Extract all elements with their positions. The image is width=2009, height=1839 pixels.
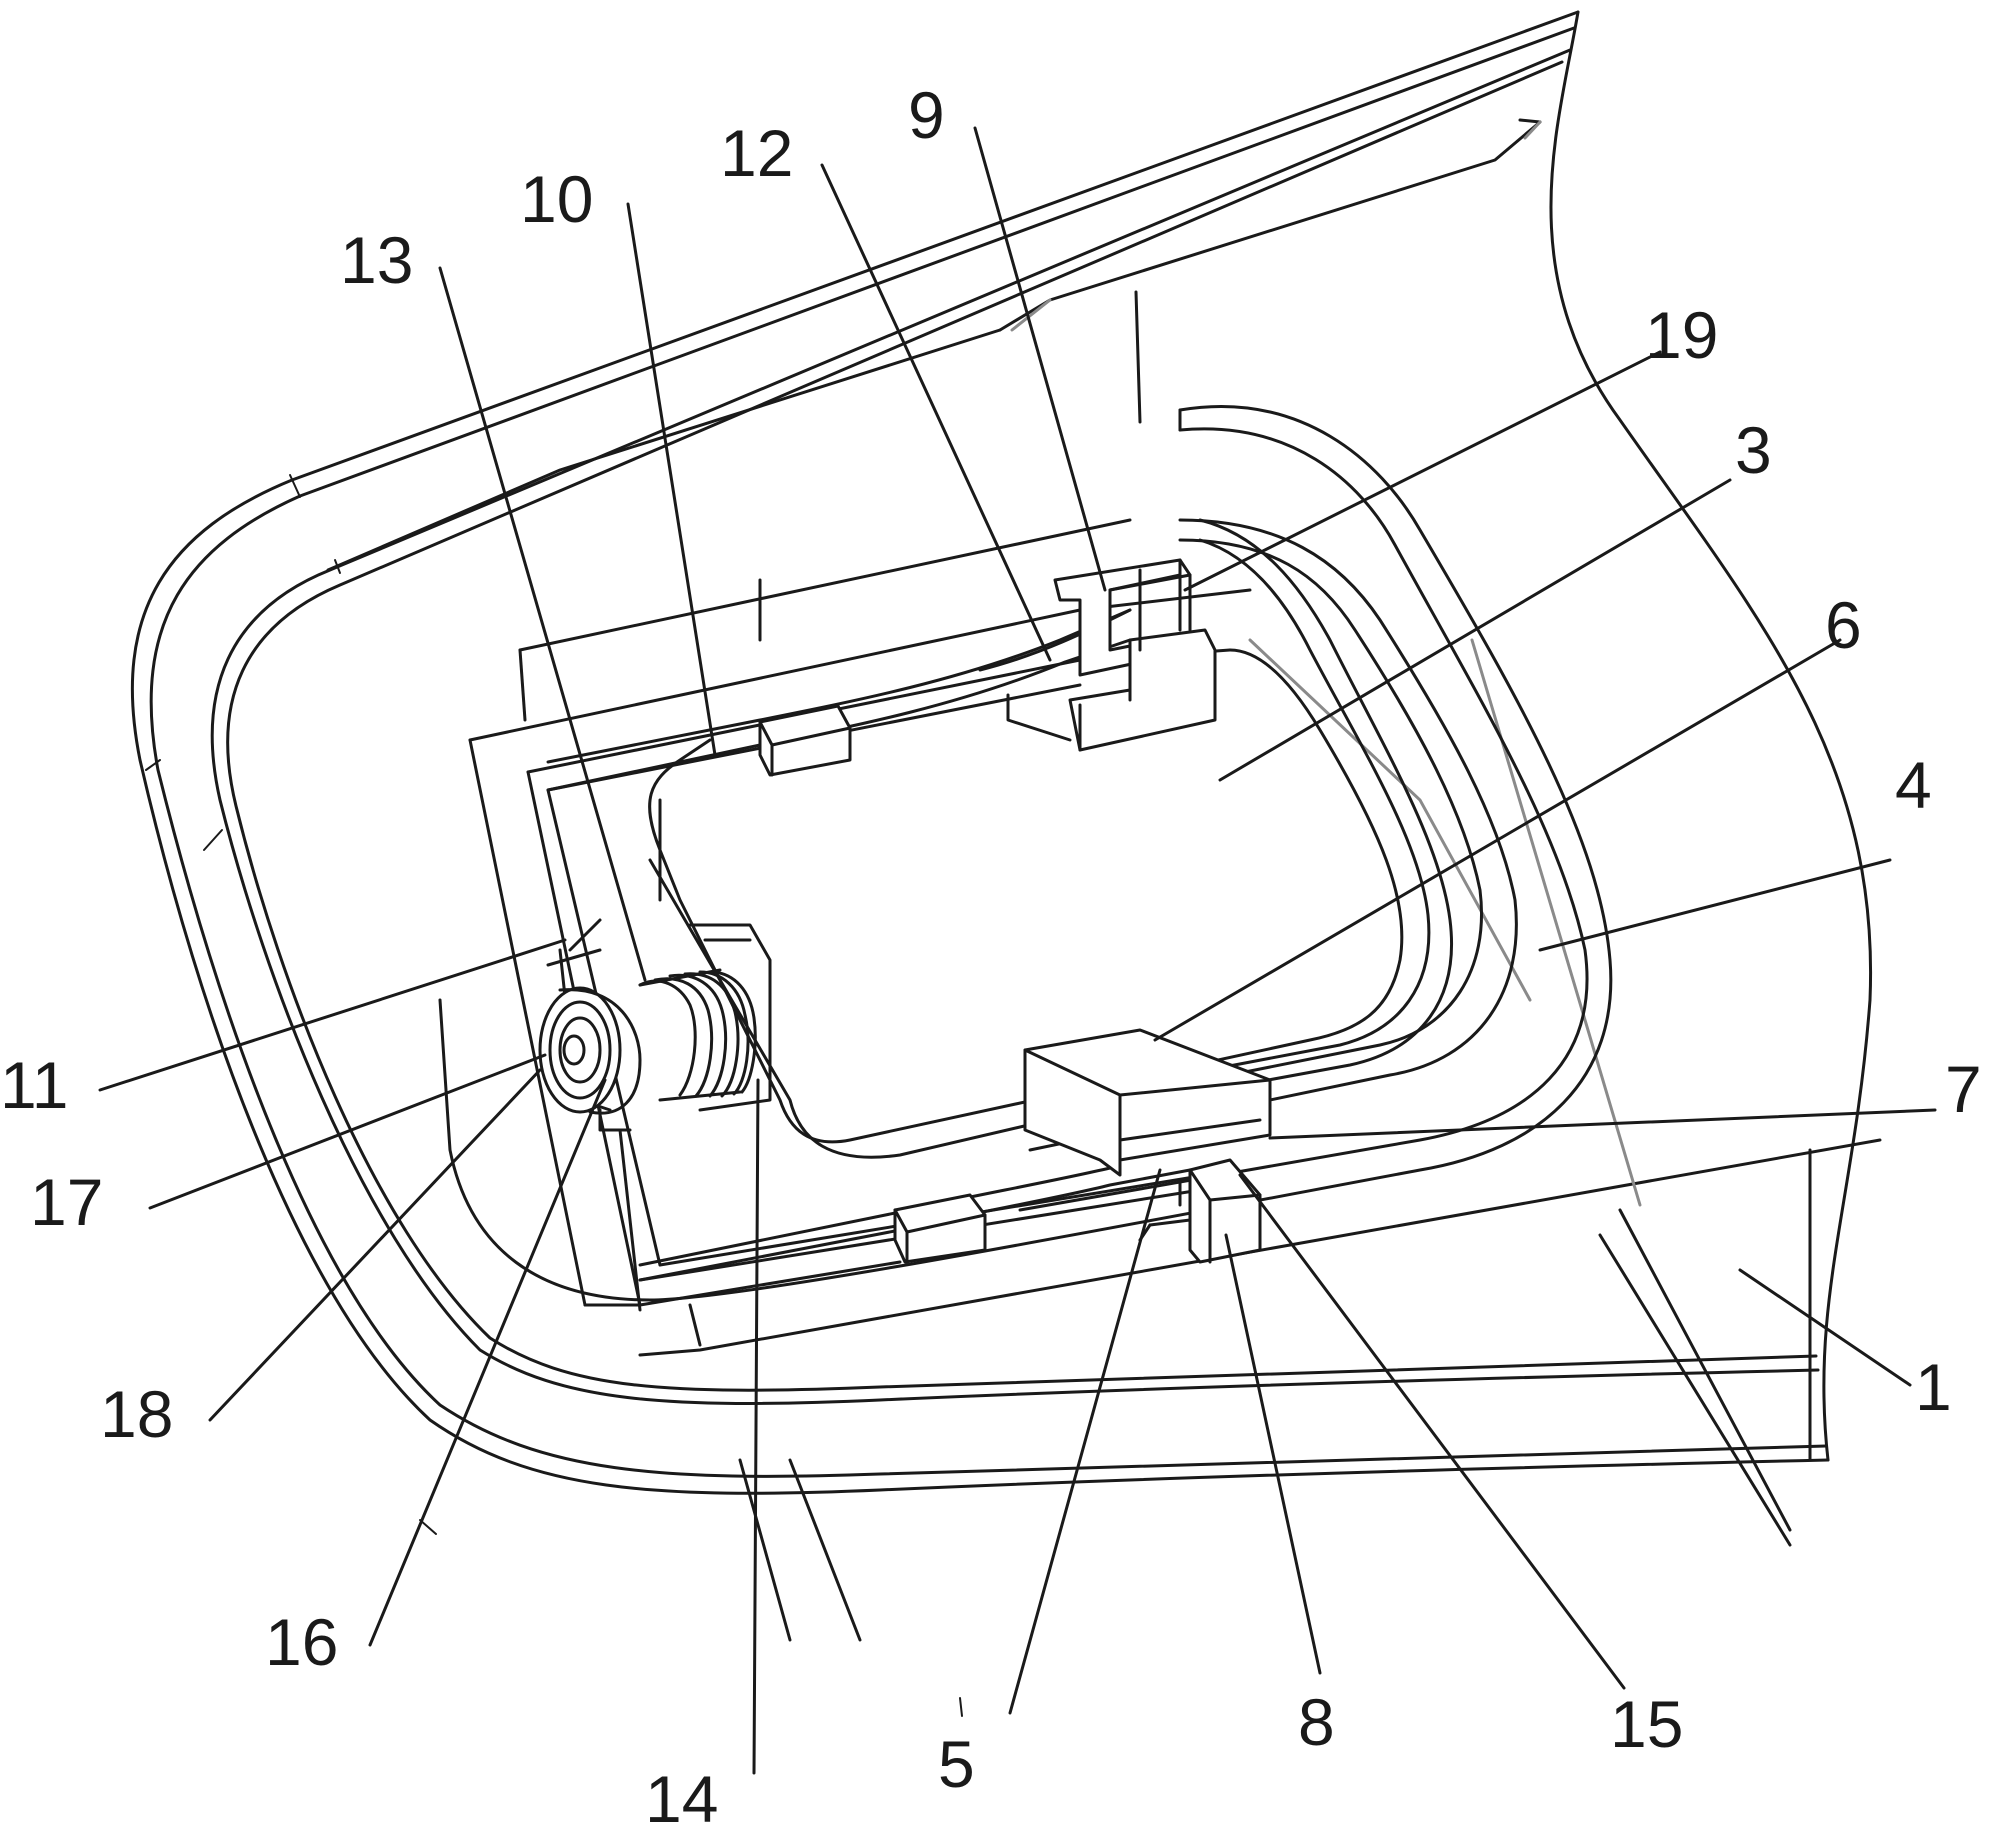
leader-3 xyxy=(1220,480,1730,780)
leader-5 xyxy=(1010,1170,1160,1713)
label-12: 12 xyxy=(720,116,793,190)
leader-18 xyxy=(210,1070,540,1420)
label-19: 19 xyxy=(1645,298,1718,372)
label-9: 9 xyxy=(908,78,945,152)
label-13: 13 xyxy=(340,223,413,297)
label-11: 11 xyxy=(0,1048,69,1122)
leader-lines xyxy=(100,128,1935,1773)
leader-6 xyxy=(1155,640,1840,1040)
leader-11 xyxy=(100,940,565,1090)
leader-13 xyxy=(440,268,645,980)
label-16: 16 xyxy=(265,1605,338,1679)
leader-17 xyxy=(150,1055,545,1208)
label-6: 6 xyxy=(1825,588,1862,662)
reference-numerals: 1 3 4 5 6 7 8 9 10 11 12 13 14 15 16 17 … xyxy=(0,78,1982,1836)
handle-ring xyxy=(440,407,1611,1300)
leader-12 xyxy=(822,165,1050,660)
label-4: 4 xyxy=(1895,748,1932,822)
leader-7 xyxy=(1270,1110,1935,1138)
label-7: 7 xyxy=(1945,1052,1982,1126)
leader-15 xyxy=(1240,1175,1624,1688)
leader-8 xyxy=(1226,1235,1320,1673)
leader-19 xyxy=(1185,352,1660,590)
label-18: 18 xyxy=(100,1377,173,1451)
label-14: 14 xyxy=(645,1762,718,1836)
leader-14 xyxy=(754,1080,758,1773)
upper-cable-clip xyxy=(548,560,1215,790)
spring-knob-assembly xyxy=(540,925,770,1130)
leader-16 xyxy=(370,1080,605,1645)
label-3: 3 xyxy=(1735,413,1772,487)
label-5: 5 xyxy=(938,1727,975,1801)
leader-10 xyxy=(628,204,715,755)
label-15: 15 xyxy=(1610,1687,1683,1761)
label-10: 10 xyxy=(520,162,593,236)
label-8: 8 xyxy=(1298,1685,1335,1759)
leader-9 xyxy=(975,128,1105,590)
label-1: 1 xyxy=(1915,1350,1952,1424)
label-17: 17 xyxy=(30,1165,103,1239)
